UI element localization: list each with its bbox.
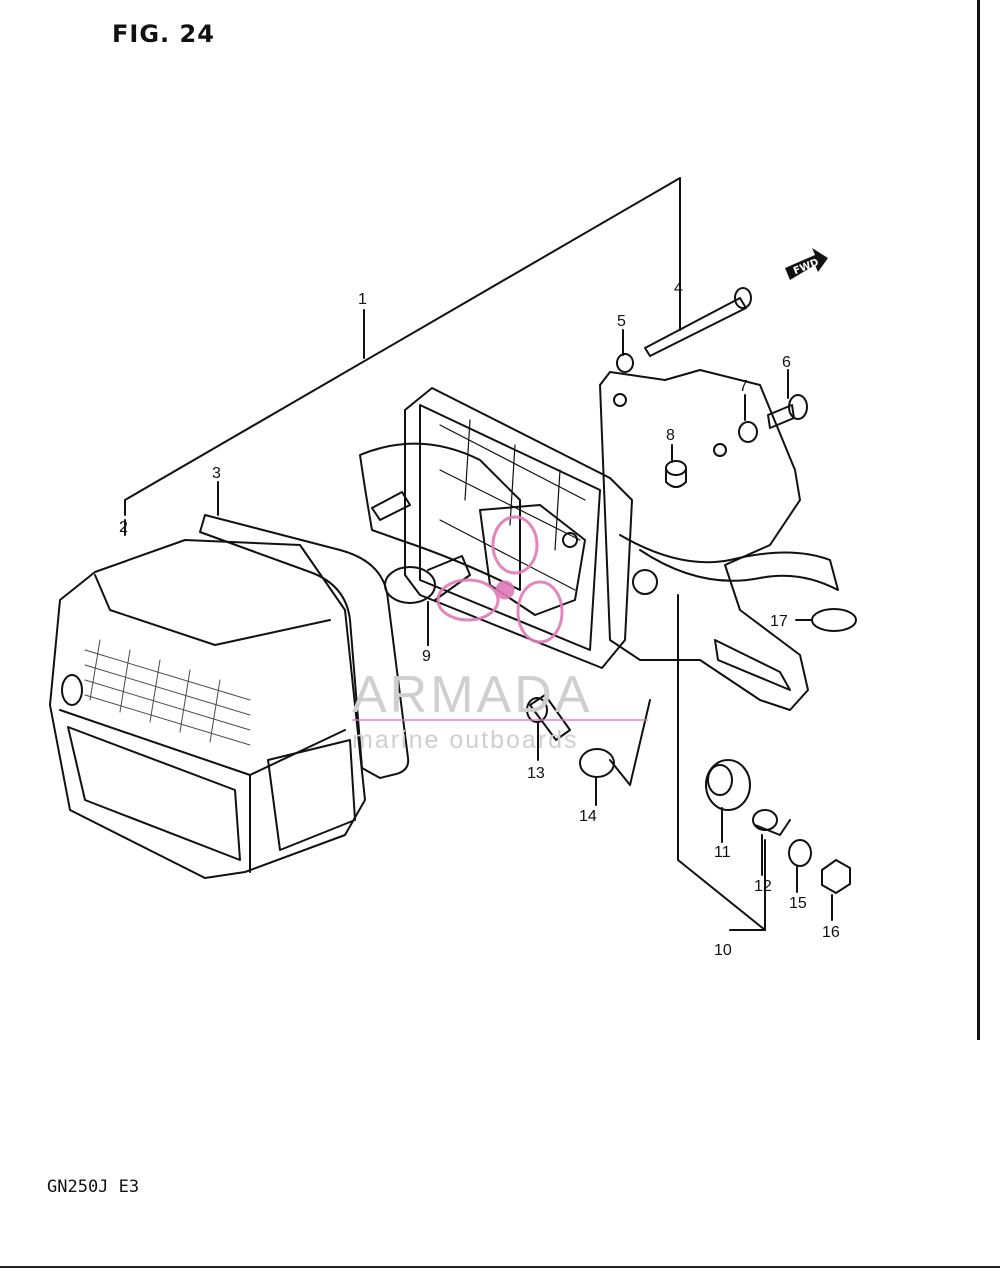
- taillight-lens: [49, 539, 366, 879]
- callout-11: 11: [714, 844, 731, 861]
- watermark-brand: ARMADA: [352, 666, 592, 724]
- callout-6: 6: [782, 354, 791, 371]
- callout-labels: 1 2 3 4 5 6 7 8 9 10 11 12 13 14 15 16 1…: [119, 280, 840, 959]
- watermark: ARMADA marine outboards: [352, 515, 648, 754]
- taillight-housing: [404, 387, 633, 669]
- page-border-right: [977, 0, 980, 1040]
- callout-4: 4: [674, 280, 683, 297]
- lens-gasket: [199, 514, 410, 779]
- screw-6: [767, 394, 808, 429]
- cushion-11: [705, 759, 751, 811]
- callout-9: 9: [422, 648, 431, 665]
- callout-2: 2: [119, 519, 128, 536]
- callout-13: 13: [527, 765, 545, 782]
- washer-7: [738, 421, 758, 443]
- propeller-logo-icon: [436, 515, 564, 644]
- leader-assembly-1: [124, 177, 681, 516]
- washer-5: [616, 353, 634, 373]
- collar-8: [665, 460, 687, 488]
- callout-14: 14: [579, 808, 597, 825]
- collar-12: [752, 809, 791, 836]
- bulb: [384, 555, 471, 646]
- callout-17: 17: [770, 613, 788, 630]
- reflector-plate: [359, 442, 521, 591]
- callout-10: 10: [714, 942, 732, 959]
- callout-1: 1: [358, 291, 367, 308]
- watermark-tagline: marine outboards: [352, 726, 579, 754]
- mounting-bracket: [599, 369, 809, 711]
- washer-14: [579, 748, 615, 778]
- callout-3: 3: [212, 465, 221, 482]
- washer-15: [788, 839, 812, 867]
- long-bolt: [644, 287, 752, 357]
- fwd-arrow-icon: FWD: [785, 248, 828, 280]
- nut-16: [821, 859, 851, 894]
- figure-title: FIG. 24: [112, 20, 215, 48]
- callout-7: 7: [739, 378, 748, 395]
- grommet-17: [811, 608, 857, 632]
- page-border-bottom: [0, 1266, 1000, 1268]
- wire-harness: [619, 534, 839, 591]
- callout-16: 16: [822, 924, 840, 941]
- callout-12: 12: [754, 878, 772, 895]
- callout-5: 5: [617, 313, 626, 330]
- model-code: GN250J E3: [47, 1177, 140, 1197]
- callout-15: 15: [789, 895, 807, 912]
- callout-8: 8: [666, 427, 675, 444]
